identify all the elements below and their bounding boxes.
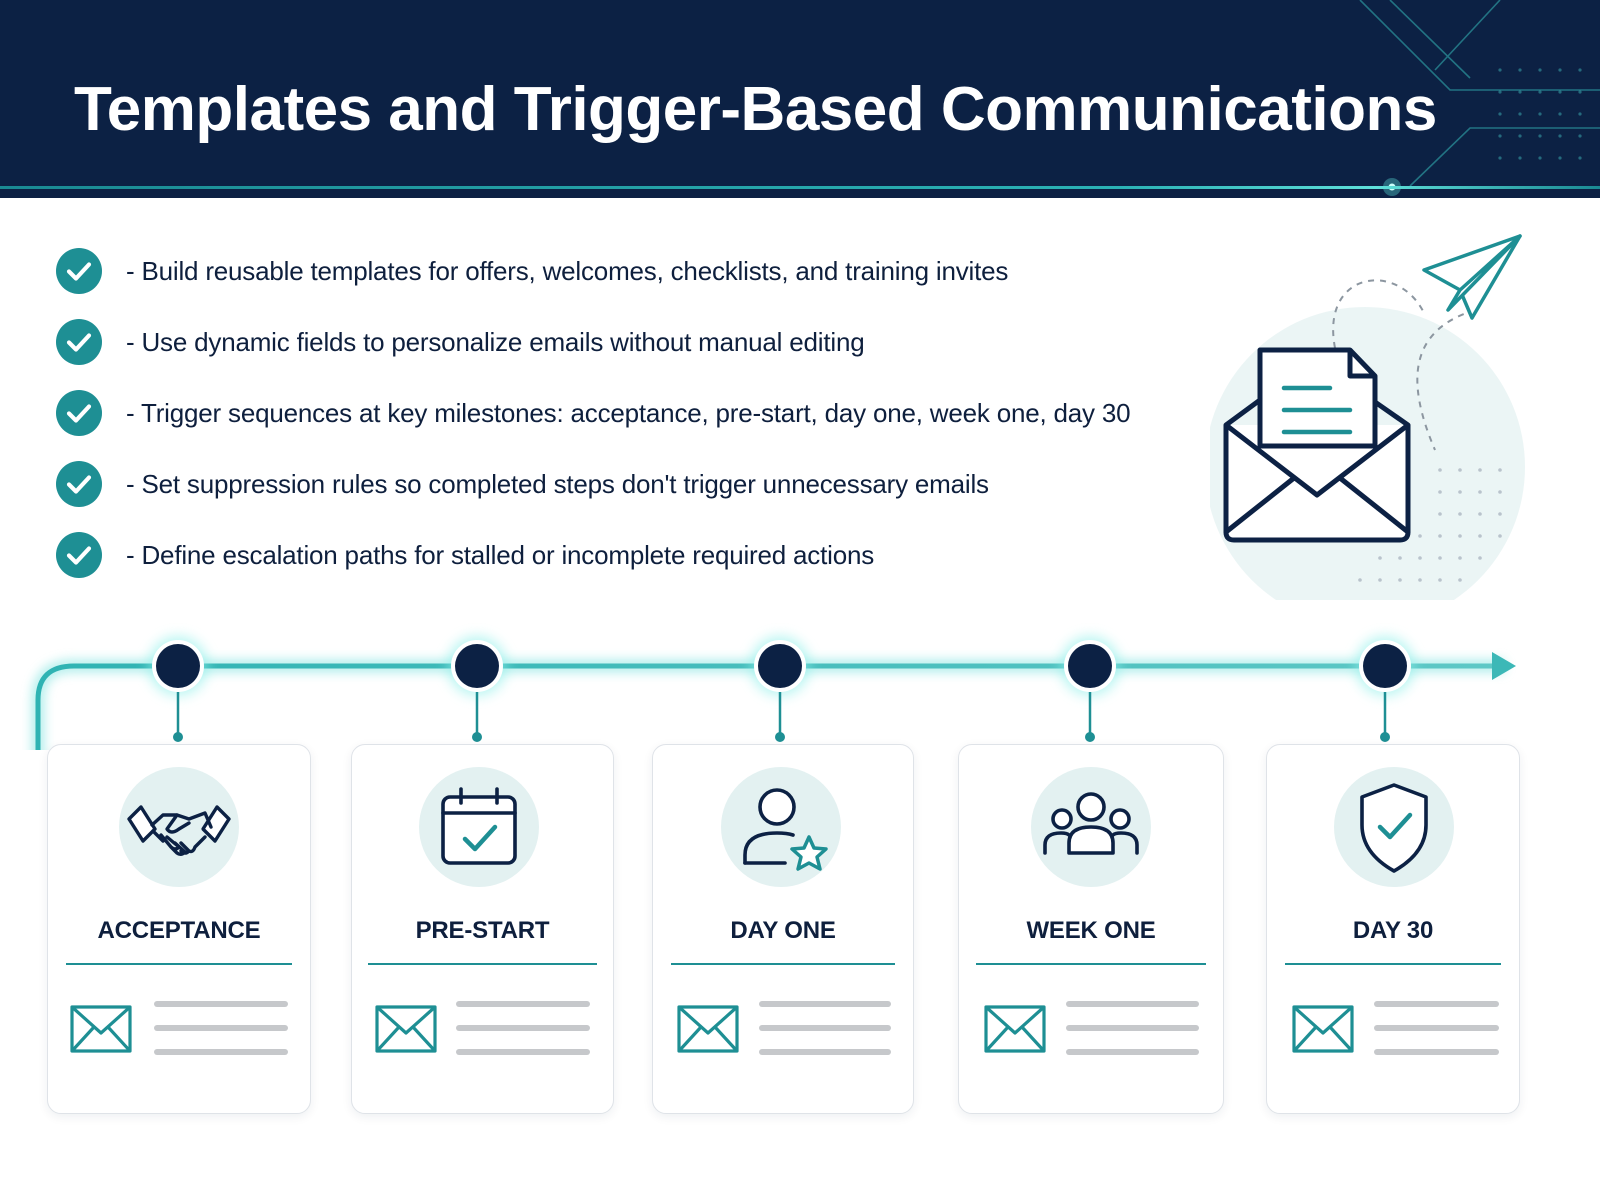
team-icon [1031,767,1151,887]
milestone-card-day-30: DAY 30 [1266,744,1520,1114]
bullet-text: - Build reusable templates for offers, w… [126,256,1009,286]
check-circle-icon [56,319,102,365]
bullet-text: - Set suppression rules so completed ste… [126,469,989,499]
bullet-text: - Define escalation paths for stalled or… [126,540,875,570]
card-divider [671,963,895,965]
email-paper-plane-icon [1210,234,1525,600]
text-placeholder-lines [154,1001,288,1073]
list-item: - Set suppression rules so completed ste… [56,461,1216,532]
header-accent-line [0,186,1600,189]
bullet-text: - Trigger sequences at key milestones: a… [126,398,1131,428]
bullet-text: - Use dynamic fields to personalize emai… [126,327,865,357]
envelope-icon [984,1005,1046,1053]
milestone-label: DAY 30 [1352,917,1434,944]
text-placeholder-lines [1374,1001,1499,1073]
milestone-card-pre-start: PRE-START [351,744,614,1114]
text-placeholder-lines [456,1001,590,1073]
text-placeholder-lines [1066,1001,1199,1073]
envelope-icon [375,1005,437,1053]
milestone-label: ACCEPTANCE [97,917,261,944]
envelope-icon [677,1005,739,1053]
page-title: Templates and Trigger-Based Communicatio… [74,75,1437,144]
header-banner: Templates and Trigger-Based Communicatio… [0,0,1600,198]
timeline-node [1355,636,1415,742]
list-item: - Define escalation paths for stalled or… [56,532,1216,603]
bullet-list: - Build reusable templates for offers, w… [56,248,1216,603]
calendar-check-icon [419,767,539,887]
card-divider [976,963,1206,965]
milestone-label: DAY ONE [730,917,836,944]
check-circle-icon [56,248,102,294]
card-divider [1285,963,1501,965]
milestone-label: WEEK ONE [1026,917,1156,944]
timeline-node [148,636,208,742]
milestone-card-acceptance: ACCEPTANCE [47,744,311,1114]
envelope-icon [70,1005,132,1053]
timeline-node [447,636,507,742]
shield-check-icon [1334,767,1454,887]
list-item: - Build reusable templates for offers, w… [56,248,1216,319]
timeline-node [750,636,810,742]
timeline-node [1060,636,1120,742]
milestone-label: PRE-START [415,917,550,944]
card-divider [66,963,292,965]
text-placeholder-lines [759,1001,891,1073]
milestone-card-day-one: DAY ONE [652,744,914,1114]
handshake-icon [119,767,239,887]
list-item: - Use dynamic fields to personalize emai… [56,319,1216,390]
list-item: - Trigger sequences at key milestones: a… [56,390,1216,461]
check-circle-icon [56,461,102,507]
card-divider [368,963,597,965]
milestone-timeline [31,636,1516,750]
milestone-card-week-one: WEEK ONE [958,744,1224,1114]
check-circle-icon [56,390,102,436]
envelope-icon [1292,1005,1354,1053]
user-star-icon [721,767,841,887]
check-circle-icon [56,532,102,578]
